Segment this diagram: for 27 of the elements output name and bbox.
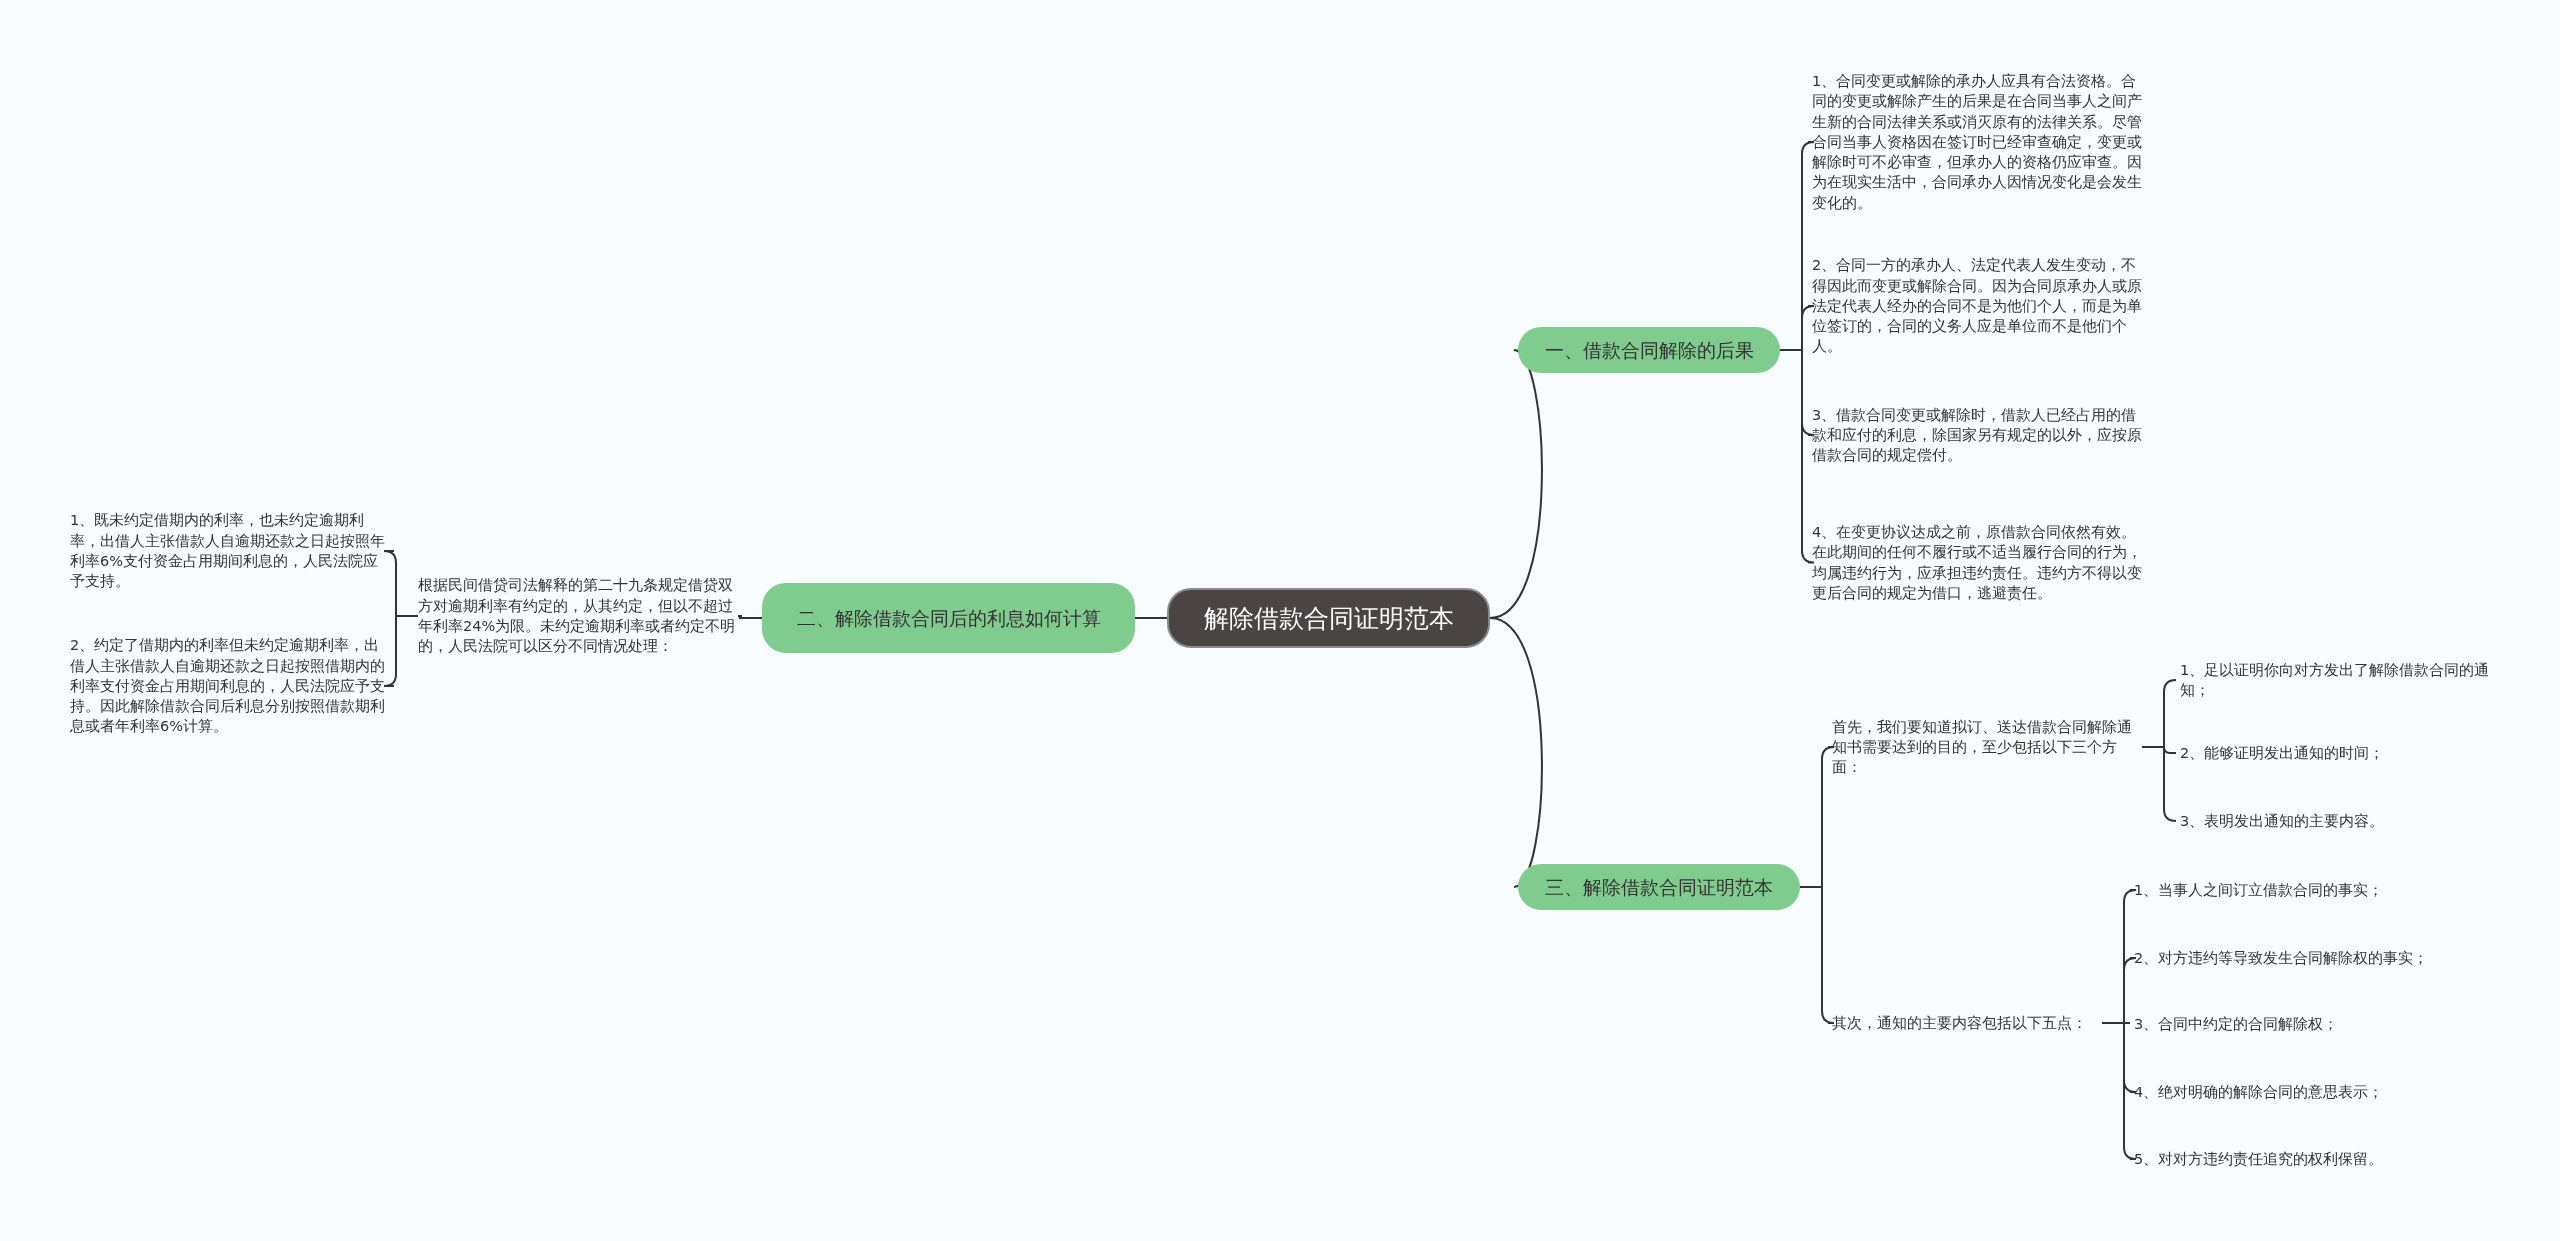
topic-text: 3、表明发出通知的主要内容。 xyxy=(2180,811,2385,831)
topic-text: 2、对方违约等导致发生合同解除权的事实； xyxy=(2134,948,2429,968)
connector-line xyxy=(737,615,763,619)
topic-text: 首先，我们要知道拟订、送达借款合同解除通知书需要达到的目的，至少包括以下三个方面： xyxy=(1832,717,2133,778)
branch-topic: 三、解除借款合同证明范本 xyxy=(1518,864,1800,910)
topic-text: 根据民间借贷司法解释的第二十九条规定借贷双方对逾期利率有约定的，从其约定，但以不超过年利率24%为限。未约定逾期利率或者约定不明的，人民法院可以区分不同情况处理： xyxy=(418,576,737,657)
topic-text: 1、当事人之间订立借款合同的事实； xyxy=(2134,880,2384,900)
topic-text: 2、约定了借期内的利率但未约定逾期利率，出借人主张借款人自逾期还款之日起按照借期内的利率支付资金占用期间利息的，人民法院应予支持。因此解除借款合同后利息分别按照借款期利息或者年利率6%计算。 xyxy=(70,636,386,737)
topic-text: 4、在变更协议达成之前，原借款合同依然有效。在此期间的任何不履行或不适当履行合同的行为，均属违约行为，应承担违约责任。违约方不得以变更后合同的规定为借口，逃避责任。 xyxy=(1812,522,2142,603)
topic-text: 其次，通知的主要内容包括以下五点： xyxy=(1832,1013,2087,1033)
topic-text: 2、合同一方的承办人、法定代表人发生变动，不得因此而变更或解除合同。因为合同原承办人或原法定代表人经办的合同不是为他们个人，而是为单位签订的，合同的义务人应是单位而不是他们个人。 xyxy=(1812,256,2142,357)
root-topic: 解除借款合同证明范本 xyxy=(1167,588,1490,648)
connector-line xyxy=(1779,349,1815,564)
connector-line xyxy=(1799,886,1835,1024)
connector-line xyxy=(2141,746,2177,822)
topic-text: 1、合同变更或解除的承办人应具有合法资格。合同的变更或解除产生的后果是在合同当事人之间产生新的合同法律关系或消灭原有的法律关系。尽管合同当事人资格因在签订时已经审查确定，变更或解除时可不必审查，但承办人的资格仍应审查。因为在现实生活中，合同承办人因情况变化是会发生变化的。 xyxy=(1812,71,2142,213)
topic-text: 3、借款合同变更或解除时，借款人已经占用的借款和应付的利息，除国家另有规定的以外，应按原借款合同的规定偿付。 xyxy=(1812,405,2142,466)
topic-text: 2、能够证明发出通知的时间； xyxy=(2180,743,2385,763)
branch-topic: 二、解除借款合同后的利息如何计算 xyxy=(762,583,1135,653)
topic-text: 3、合同中约定的合同解除权； xyxy=(2134,1014,2339,1034)
branch-topic: 一、借款合同解除的后果 xyxy=(1518,327,1780,373)
topic-text: 4、绝对明确的解除合同的意思表示； xyxy=(2134,1082,2384,1102)
topic-text: 1、足以证明你向对方发出了解除借款合同的通知； xyxy=(2180,660,2491,700)
connector-line xyxy=(2101,1022,2137,1160)
topic-text: 1、既未约定借期内的利率，也未约定逾期利率，出借人主张借款人自逾期还款之日起按照年利率6%支付资金占用期间利息的，人民法院应予支持。 xyxy=(70,511,386,592)
topic-text: 5、对对方违约责任追究的权利保留。 xyxy=(2134,1149,2384,1169)
connector-line xyxy=(1489,617,1543,888)
